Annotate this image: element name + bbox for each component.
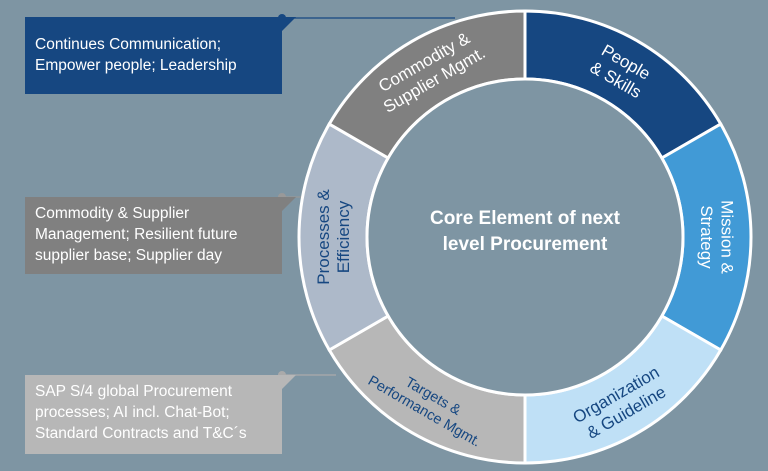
callout-processes-line1: SAP S/4 global Procurement [35,383,233,400]
callout-processes: SAP S/4 global Procurement processes; AI… [25,375,296,454]
ring-center [365,77,685,397]
callout-commodity: Commodity & Supplier Management; Resilie… [25,197,296,274]
center-title-line2: level Procurement [443,234,608,255]
callout-tab [282,17,296,31]
callout-commodity-line3: supplier base; Supplier day [35,247,222,264]
segment-label-mission: Mission &Strategy [697,200,736,274]
callout-commodity-line1: Commodity & Supplier [35,205,190,222]
callout-commodity-line2: Management; Resilient future [35,226,238,243]
callout-people: Continues Communication; Empower people;… [25,17,296,94]
segment-label-processes-line1: Processes & [314,189,333,285]
callout-people-line2: Empower people; Leadership [35,57,237,74]
center-title-line1: Core Element of next [430,208,621,229]
segment-label-mission-line1: Mission & [717,200,736,274]
callout-tab [282,197,296,211]
segment-label-processes: Processes &Efficiency [314,189,353,285]
callout-people-line1: Continues Communication; [35,36,222,53]
callout-tab [282,375,296,389]
callout-processes-line2: processes; AI incl. Chat-Bot; [35,404,230,421]
segment-label-processes-line2: Efficiency [334,200,353,273]
segment-label-mission-line2: Strategy [697,205,716,269]
callout-processes-line3: Standard Contracts and T&C´s [35,425,247,442]
